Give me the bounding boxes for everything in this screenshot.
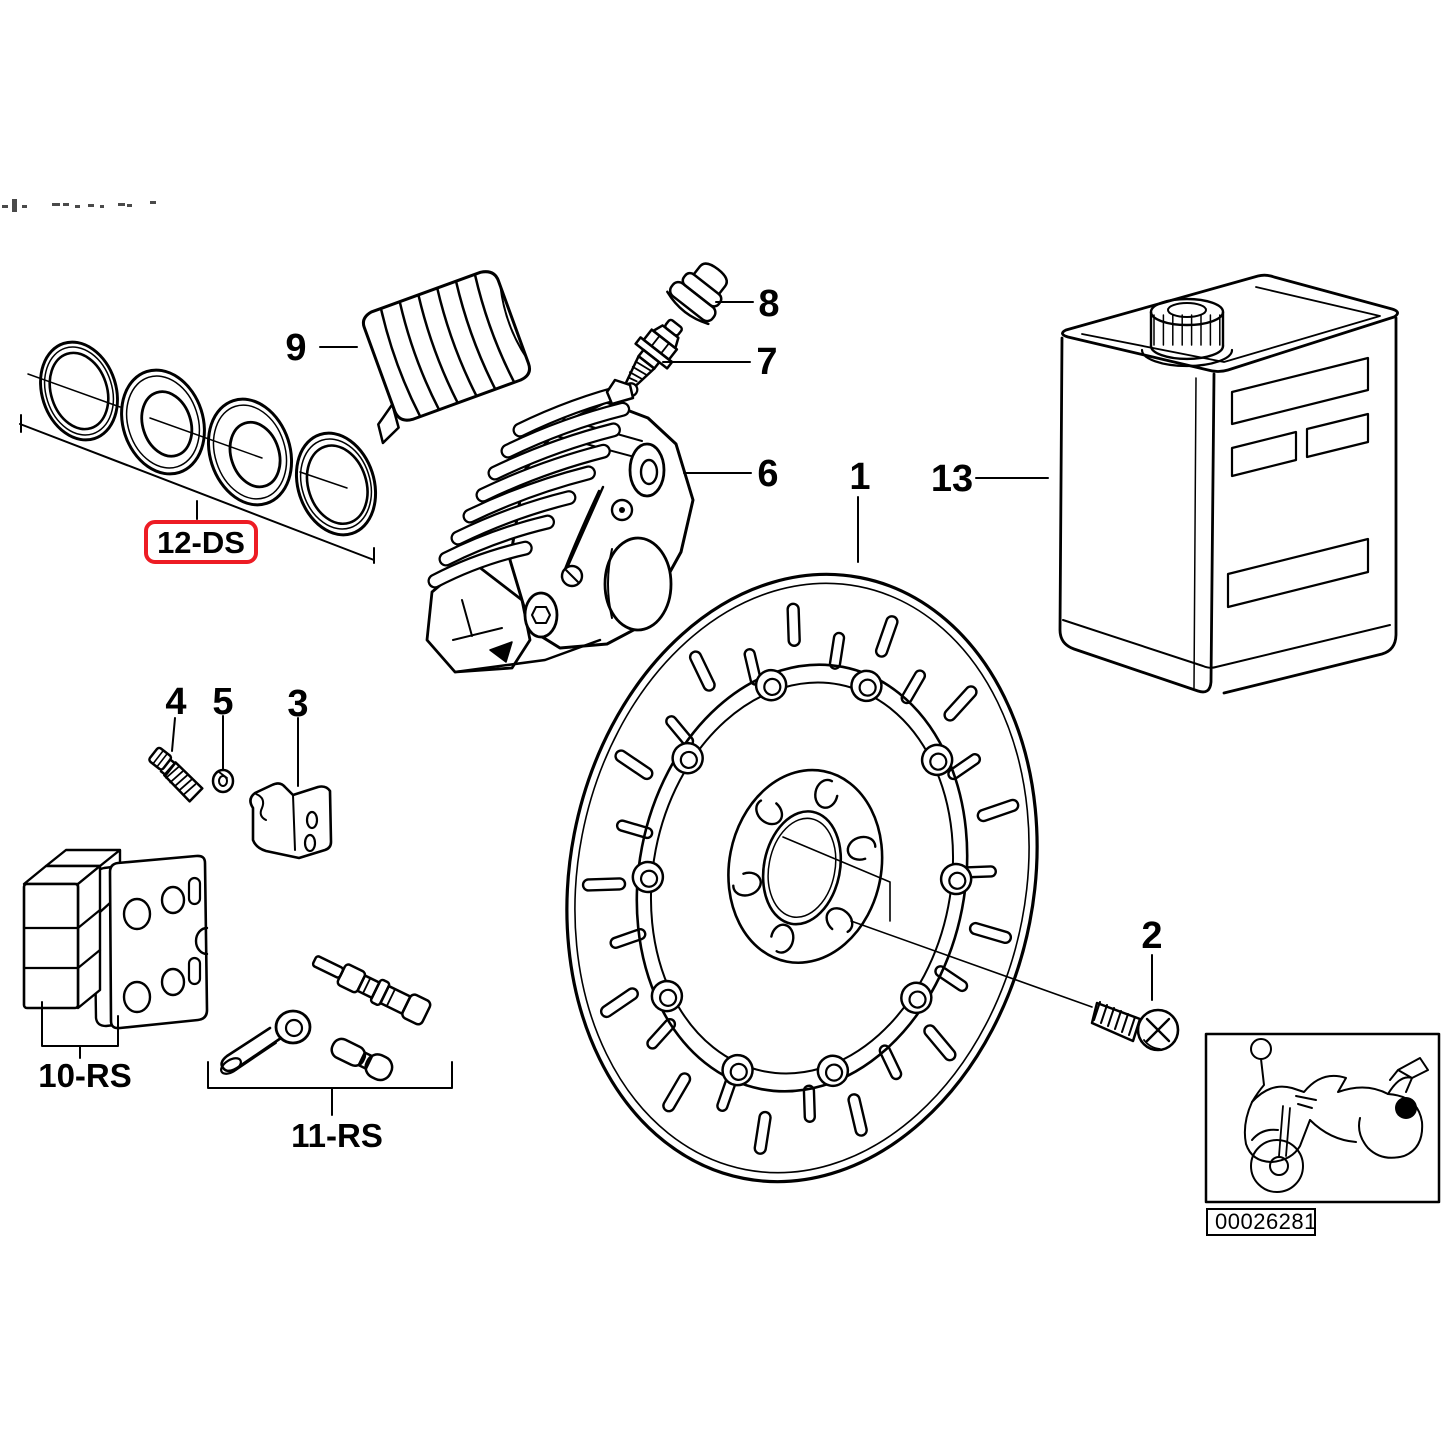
callout-11-rs[interactable]: 11-RS xyxy=(291,1117,383,1154)
image-number: 00026281 xyxy=(1215,1209,1317,1234)
callout-13[interactable]: 13 xyxy=(930,458,974,500)
callout-10-rs[interactable]: 10-RS xyxy=(38,1057,132,1094)
callout-9[interactable]: 9 xyxy=(285,327,307,369)
callout-1[interactable]: 1 xyxy=(849,456,871,498)
leader-lines xyxy=(171,301,1153,1008)
dust-cap-drawing xyxy=(666,262,728,326)
motorcycle-thumbnail xyxy=(1204,1032,1441,1204)
callout-4[interactable]: 4 xyxy=(165,681,187,723)
rear-brake-location-dot xyxy=(1395,1097,1417,1119)
bleed-screw-drawing xyxy=(623,318,683,387)
pin-set-drawing xyxy=(207,955,453,1116)
boot-drawing xyxy=(361,270,532,445)
brake-disc-drawing xyxy=(565,572,1039,1184)
callout-5[interactable]: 5 xyxy=(212,681,234,723)
hub-screw-drawing xyxy=(1090,1001,1180,1052)
callout-8[interactable]: 8 xyxy=(758,283,780,325)
callout-12-ds-label: 12-DS xyxy=(157,524,245,560)
callout-12-ds-highlighted[interactable]: 12-DS xyxy=(144,520,258,564)
caliper-drawing xyxy=(425,378,695,674)
callout-3[interactable]: 3 xyxy=(287,683,309,725)
bolt-drawing xyxy=(148,746,204,803)
image-number-box: 00026281 xyxy=(1206,1208,1316,1236)
seal-rings-drawing xyxy=(19,340,378,564)
fluid-can-drawing xyxy=(1058,273,1399,695)
holder-bracket-drawing xyxy=(249,782,333,860)
callout-7[interactable]: 7 xyxy=(756,341,778,383)
brake-pads-drawing xyxy=(22,848,209,1059)
callout-2[interactable]: 2 xyxy=(1141,915,1163,957)
callout-6[interactable]: 6 xyxy=(757,453,779,495)
washer-drawing xyxy=(211,768,235,794)
